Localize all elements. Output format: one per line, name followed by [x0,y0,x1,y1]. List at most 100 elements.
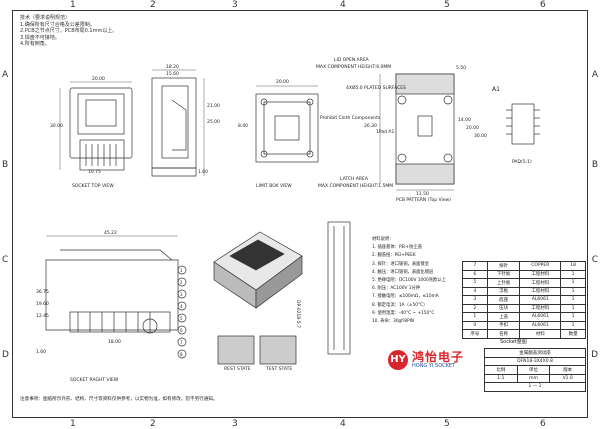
bom-name: 探针 [486,261,521,271]
zone-left-b: B [2,160,9,170]
bom-name: 手扣 [486,320,521,330]
dim-side-b: 1.60 [198,170,209,175]
bom-mat: 工程材料 [519,303,562,313]
notes-line: 1.确保所有尺寸合格及公差限制。 [20,21,95,28]
bom-name: 上针板 [486,278,521,288]
table-header-row: 序号名称材料数量 [462,329,586,339]
zone-top-3: 3 [232,0,238,10]
scale-value: 1:1 [484,373,518,383]
materials-line: 8. 额定电流：1A（±50°C） [372,302,428,308]
bom-mat: AL6061 [519,320,562,330]
bom-no: 7 [462,261,488,271]
dim-side-w1: 18.20 [166,65,179,70]
pcb-max-comp2: MAX COMPONENT HEIGHT:1.5MM [318,184,394,189]
bom-mat: 工程材料 [519,269,562,279]
sheet-number: 1 — 1 [484,382,586,392]
bom-no: 1 [462,312,488,322]
socket-3d-render [213,231,303,309]
socket-right-view-drawing [45,235,179,334]
drawing-name: DFN18-3X4X0.8 [484,356,586,366]
company-name-cn: 鸿怡电子 [412,350,465,364]
callout-5: 5 [180,316,183,321]
materials-line: 6. 耐压：AC100V 1分钟 [372,286,421,292]
bom-no: 4 [462,286,488,296]
callout-2: 2 [180,280,183,285]
pcb-lid-open: LID OPEN AREA [334,58,369,63]
materials-line: 1. 插座基体：PEI+防尘盖 [372,245,423,251]
zone-bottom-1: 1 [70,419,76,429]
bom-name: 下针板 [486,269,521,279]
dim-side-h: 25.00 [207,120,220,125]
materials-header: 材料说明： [372,237,394,242]
bom-mat: COPPER [519,261,562,271]
zone-top-6: 6 [540,0,546,10]
view-pad: PAD(5:1) [512,160,532,165]
pcb-latch: LATCH AREA [340,177,368,182]
table-row: 比例单位版本 [484,365,586,375]
scale-label: 比例 [484,365,518,375]
zone-top-2: 2 [150,0,156,10]
bom-qty: 1 [560,286,586,296]
view-right-title: SOCKET RAGHT VIEW [70,378,119,383]
callout-6: 6 [180,328,183,333]
bom-no: 0 [462,320,488,330]
bom-qty: 1 [560,295,586,305]
drawing-desc: 金属翻盖测试座 [484,348,586,358]
callout-bubbles [177,265,187,359]
dim-top-small: 10.75 [88,170,101,175]
bom-name: 压块 [486,303,521,313]
drawing-frame [12,10,588,418]
view-top-title: SOCKET TOP VIEW [72,184,114,189]
tech-notes: 技术（要求说明规范） 1.确保所有尺寸合格及公差限制。 2.PCB之节点尺寸，P… [20,15,117,48]
materials-line: 9. 使用温度：-40°C ~ +150°C [372,310,435,316]
zone-right-c: C [591,255,598,265]
table-row: 1 — 1 [484,382,586,392]
company-logo: HY 鸿怡电子 HONG YI SOCKET [388,348,484,372]
materials-line: 10. 寿命：30gf/8PIN [372,319,415,325]
pcb-plated: 4XØ5.0 PLATED SURFACES [346,86,406,91]
callout-7: 7 [180,340,183,345]
dim-right-a: 19.60 [36,302,49,307]
bom-qty: 1 [560,312,586,322]
dim-right-d: 18.00 [108,340,121,345]
dim-pcb-h2: 20.00 [466,126,479,131]
view-test-title: TEST STATE [266,367,293,372]
bom-qty: 1 [560,320,586,330]
bom-title: Socket整图 [500,339,527,345]
chip-detail-drawing [506,103,540,145]
materials-line: 3. 探针：进口铍铜，表面镀金 [372,261,430,267]
version-value: V1.0 [549,373,586,383]
notes-line: 3.焊盘不可接地。 [20,34,60,41]
view-pcb-title: PCB PATTERN (Top View) [396,198,451,203]
dim-right-w: 45.22 [104,231,117,236]
bom-name: 底座 [486,295,521,305]
callout-4: 4 [180,304,183,309]
zone-bottom-2: 2 [150,419,156,429]
zone-left-a: A [2,70,9,80]
state-drawings [217,335,297,365]
zone-bottom-3: 3 [232,419,238,429]
footer-note: 注意事项：图纸所示外形、结构、尺寸等资料仅供参考，以实物为准，如有修改，恕不另行… [20,397,218,402]
dim-right-c: 1.60 [36,350,47,355]
notes-line: 2.PCB之节点尺寸，PCB布局0.1mm以上。 [20,28,118,34]
zone-top-4: 4 [340,0,346,10]
bom-header-name: 名称 [486,329,521,339]
bom-no: 2 [462,303,488,313]
materials-line: 5. 绝缘电阻：DC100V 1000兆欧以上 [372,278,446,284]
bom-qty: 18 [560,261,586,271]
dim-side-h2: 21.00 [207,104,220,109]
pcb-pattern-drawing [379,73,455,191]
zone-bottom-4: 4 [340,419,346,429]
bom-mat: 工程材料 [519,286,562,296]
bom-qty: 1 [560,278,586,288]
zone-right-d: D [591,350,598,360]
zone-top-5: 5 [444,0,450,10]
unit-value: mm [516,373,551,383]
